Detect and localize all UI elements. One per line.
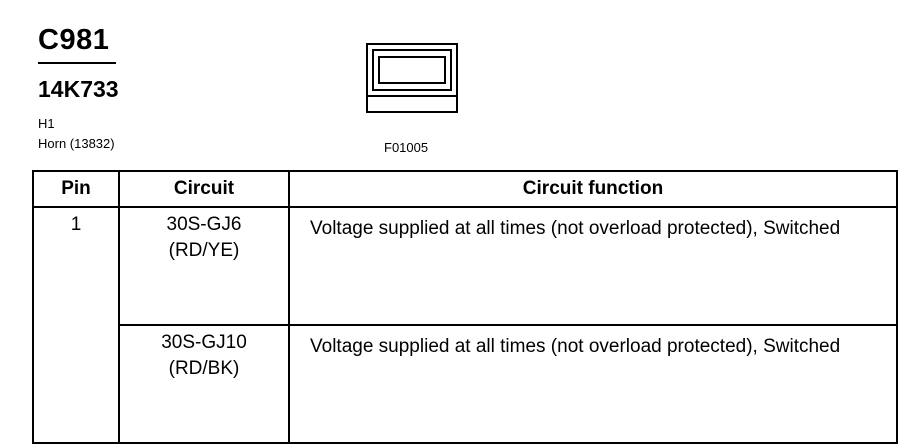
circuit-cell: 30S-GJ6 (RD/YE) [118, 206, 290, 326]
connector-id: C981 [38, 24, 110, 56]
circuit-function: Voltage supplied at all times (not overl… [288, 206, 898, 326]
figure-code: F01005 [384, 140, 429, 155]
wire-color: (RD/YE) [168, 240, 240, 261]
connector-inner-frame [372, 49, 452, 91]
circuit-function: Voltage supplied at all times (not overl… [288, 324, 898, 444]
table-header-row: Pin Circuit Circuit function [32, 170, 898, 208]
circuit-id: 30S-GJ10 [161, 332, 247, 353]
connector-face-icon [366, 43, 458, 113]
pin-table: Pin Circuit Circuit function 1 30S-GJ6 (… [32, 170, 898, 444]
function-column-header: Circuit function [288, 170, 898, 208]
connector-terminal-slot [378, 56, 446, 84]
circuit-column-header: Circuit [118, 170, 290, 208]
pin-number: 1 [32, 206, 120, 444]
pin-column-header: Pin [32, 170, 120, 208]
table-row: 30S-GJ10 (RD/BK) Voltage supplied at all… [33, 324, 898, 444]
component-name: Horn (13832) [38, 136, 115, 151]
part-number: 14K733 [38, 76, 119, 102]
connector-id-underline [38, 62, 116, 64]
table-row: 1 30S-GJ6 (RD/YE) Voltage supplied at al… [32, 206, 898, 444]
wire-color: (RD/BK) [168, 358, 240, 379]
connector-outer-shell [366, 43, 458, 113]
circuit-id: 30S-GJ6 [166, 214, 242, 235]
location-code: H1 [38, 116, 55, 131]
circuit-cell: 30S-GJ10 (RD/BK) [118, 324, 290, 444]
